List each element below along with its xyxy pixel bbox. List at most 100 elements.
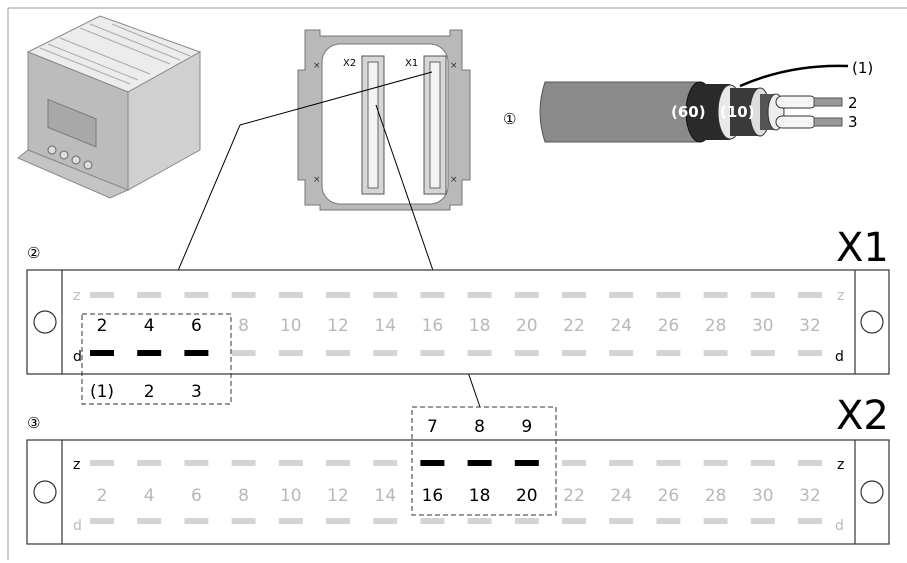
x1-d-pin <box>420 350 445 356</box>
x1-z-pin <box>798 292 822 298</box>
x2-d-pin <box>420 518 445 524</box>
x2-z-pin <box>703 460 728 466</box>
svg-text:×: × <box>450 175 458 185</box>
x2-z-pin <box>184 460 209 466</box>
x2-highlight-box <box>411 406 557 516</box>
x1-d-left: d <box>73 349 82 365</box>
x2-z-pin <box>90 460 114 466</box>
x2-z-row <box>90 460 822 466</box>
x1-z-row <box>90 292 822 298</box>
x2-z-pin <box>514 460 539 466</box>
x1-d-pin <box>562 350 586 356</box>
cable-shield-outer-label: (60) <box>671 103 706 121</box>
x1-d-pin <box>231 350 256 356</box>
x2-z-right: z <box>837 457 844 473</box>
x2-z-pin <box>467 460 492 466</box>
x1-d-pin <box>373 350 398 356</box>
module-x1-label: X1 <box>405 58 418 69</box>
x1-title: X1 <box>836 225 889 271</box>
x1-z-pin <box>278 292 303 298</box>
x1-z-pin <box>373 292 398 298</box>
circled-three: ③ <box>27 414 40 432</box>
x2-pin-number: 2 <box>97 486 108 506</box>
x2-d-pin <box>184 518 209 524</box>
x2-d-pin <box>562 518 586 524</box>
x1-connector-body <box>26 269 890 375</box>
module-x2-label: X2 <box>343 58 356 69</box>
x1-d-pin <box>609 350 634 356</box>
x2-z-pin <box>137 460 162 466</box>
x2-z-pin <box>798 460 822 466</box>
x2-pin-number: 22 <box>563 486 585 506</box>
x1-d-pin <box>750 350 775 356</box>
x2-z-pin <box>750 460 775 466</box>
x1-d-pin <box>137 350 162 356</box>
x2-pin-number: 18 <box>469 486 491 506</box>
x2-pin-number: 12 <box>327 486 349 506</box>
x2-highlight-label: 7 <box>427 417 438 437</box>
x2-d-row <box>90 518 822 524</box>
cable-shield-inner-label: (10) <box>720 103 755 121</box>
x2-pin-number: 6 <box>191 486 202 506</box>
device-illustration <box>17 15 202 199</box>
x1-d-pin <box>90 350 114 356</box>
x1-d-pin <box>703 350 728 356</box>
x2-connector-body <box>26 439 890 545</box>
x1-d-pin <box>798 350 822 356</box>
x1-highlight-label: 3 <box>191 382 202 402</box>
x1-d-row <box>90 350 822 356</box>
x2-title: X2 <box>836 393 889 439</box>
cable-illustration <box>539 64 849 143</box>
leader-line-x1 <box>239 71 433 126</box>
x1-z-pin <box>420 292 445 298</box>
circled-one: ① <box>503 110 516 128</box>
x1-d-pin <box>326 350 350 356</box>
x2-z-pin <box>562 460 586 466</box>
x1-z-pin <box>184 292 209 298</box>
x2-z-pin <box>656 460 681 466</box>
x1-pin-number: 24 <box>610 316 632 336</box>
x1-z-pin <box>137 292 162 298</box>
x1-pin-number: 32 <box>799 316 821 336</box>
x1-highlight-label: 2 <box>144 382 155 402</box>
circled-two: ② <box>27 244 40 262</box>
x2-pin-number: 20 <box>516 486 538 506</box>
x2-d-left: d <box>73 518 82 534</box>
x2-d-pin <box>278 518 303 524</box>
x1-pin-number: 28 <box>705 316 727 336</box>
x1-pin-number: 16 <box>422 316 444 336</box>
x2-z-pin <box>231 460 256 466</box>
x2-d-pin <box>467 518 492 524</box>
x1-d-pin <box>514 350 539 356</box>
x2-d-pin <box>798 518 822 524</box>
x2-d-pin <box>231 518 256 524</box>
x2-z-pin <box>326 460 350 466</box>
x2-pin-number: 24 <box>610 486 632 506</box>
x1-pin-number: 10 <box>280 316 302 336</box>
svg-text:×: × <box>450 61 458 71</box>
cable-wire-3-label: 3 <box>848 113 858 131</box>
x1-z-pin <box>467 292 492 298</box>
x1-z-pin <box>750 292 775 298</box>
x1-d-pin <box>278 350 303 356</box>
x1-z-pin <box>326 292 350 298</box>
x2-highlight-label: 8 <box>474 417 485 437</box>
x1-d-pin <box>184 350 209 356</box>
x2-z-pin <box>373 460 398 466</box>
x1-z-pin <box>609 292 634 298</box>
x2-d-pin <box>609 518 634 524</box>
x1-pin-number: 20 <box>516 316 538 336</box>
svg-text:×: × <box>313 175 321 185</box>
x1-pin-number: 12 <box>327 316 349 336</box>
x2-d-pin <box>137 518 162 524</box>
x1-z-right: z <box>837 288 844 304</box>
x2-highlight-label: 9 <box>521 417 532 437</box>
x1-pin-number: 22 <box>563 316 585 336</box>
x2-pin-number: 28 <box>705 486 727 506</box>
x1-pin-number: 18 <box>469 316 491 336</box>
x2-pin-number: 14 <box>374 486 396 506</box>
